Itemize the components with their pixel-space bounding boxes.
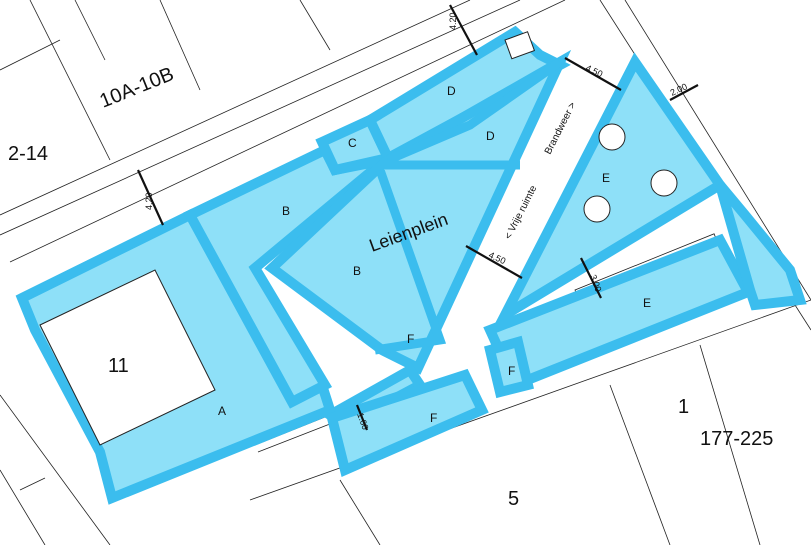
building-11: [39, 269, 216, 446]
zone-e-triangle[interactable]: [492, 52, 728, 329]
address-label: 177-225: [700, 428, 773, 450]
zone-e-right[interactable]: [715, 181, 807, 311]
zone-label-b: B: [353, 264, 361, 278]
zone-label-d: D: [447, 84, 456, 98]
address-label: 2-14: [8, 143, 48, 165]
dimension-lines: 4.20 4.20 4.50 4.50 2.00 3.00 1.60: [136, 4, 699, 431]
path-label-vrije-ruimte: < Vrije ruimte: [503, 184, 540, 242]
zone-label-f: F: [508, 364, 515, 378]
tree-1: [598, 123, 626, 151]
address-label: 11: [108, 355, 129, 377]
zone-leienplein-plaza[interactable]: [264, 49, 572, 375]
utility-box: [504, 31, 536, 60]
address-label: 10A-10B: [97, 63, 177, 113]
zone-label-c: C: [348, 136, 357, 150]
zone-label-f: F: [430, 411, 437, 425]
zone-label-f: F: [407, 332, 414, 346]
divider-d: [386, 58, 563, 165]
zone-label-d: D: [486, 129, 495, 143]
tree-2: [650, 169, 678, 197]
address-label: 5: [508, 488, 519, 510]
zone-label-e: E: [602, 171, 610, 185]
zone-d-strip[interactable]: [363, 25, 571, 165]
dimension-label: 4.20: [448, 12, 458, 30]
dimension-label: 4.50: [584, 63, 604, 79]
address-label: 1: [678, 396, 689, 418]
zone-f-right[interactable]: [484, 335, 534, 399]
zone-label-b: B: [282, 204, 290, 218]
zone-label-a: A: [218, 404, 226, 418]
zone-label-e: E: [643, 296, 651, 310]
zone-f-lower[interactable]: [326, 368, 489, 477]
path-label-brandweer: Brandweer >: [543, 100, 579, 156]
divider-b: [374, 168, 447, 355]
tree-3: [583, 195, 611, 223]
dimension-label: 4.20: [144, 192, 154, 210]
